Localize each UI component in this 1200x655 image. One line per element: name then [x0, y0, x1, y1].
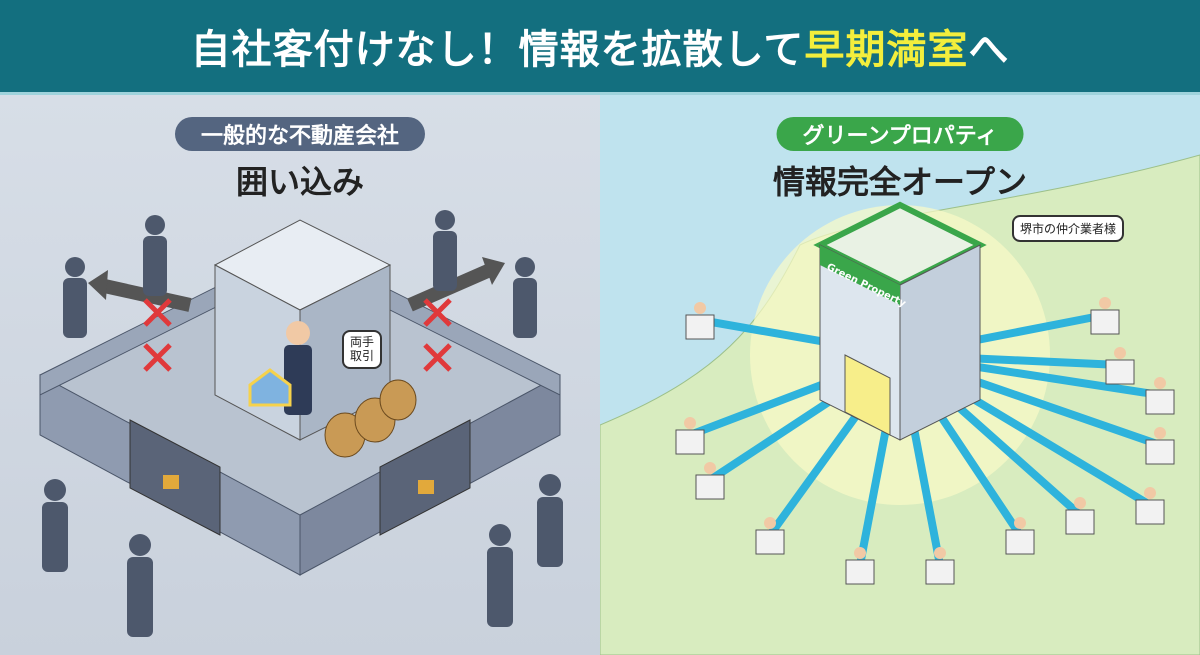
- agent-head: [286, 321, 310, 345]
- agent-with-megaphone: [1154, 377, 1166, 389]
- excluded-people-silhouettes: [42, 210, 563, 637]
- house-model-icon: [248, 368, 292, 407]
- agent-with-megaphone: [1074, 497, 1086, 509]
- sakai-agencies-bubble: 堺市の仲介業者様: [1012, 215, 1125, 242]
- agent-with-megaphone: [854, 547, 866, 559]
- agent-with-megaphone: [764, 517, 776, 529]
- partner-agency-office: [845, 559, 875, 585]
- green-property-sign: [820, 245, 900, 305]
- title-main: 自社客付けなし！情報を拡散して: [190, 27, 805, 73]
- blocked-arrow-left: [98, 278, 192, 312]
- money-bags-icon: [324, 379, 417, 458]
- padlock-icon: [163, 475, 179, 489]
- header-banner: 自社客付けなし！情報を拡散して早期満室へ: [0, 0, 1200, 95]
- partner-agency-office: [1135, 499, 1165, 525]
- open-door: [844, 354, 891, 436]
- open-info-subtitle: 情報完全オープン: [772, 163, 1028, 201]
- agent-with-megaphone: [704, 462, 716, 474]
- partner-agency-office: [1090, 309, 1120, 335]
- partner-agency-office: [675, 429, 705, 455]
- partner-agency-office: [1005, 529, 1035, 555]
- title-highlight: 早期満室: [804, 27, 969, 73]
- agent-with-megaphone: [1114, 347, 1126, 359]
- agent-with-megaphone: [694, 302, 706, 314]
- open-information-map: Green Property: [600, 95, 1200, 655]
- partner-agency-office: [685, 314, 715, 340]
- green-building-right-face: [899, 244, 981, 441]
- enclosure-illustration: [39, 210, 563, 637]
- partner-agency-office: [755, 529, 785, 555]
- agent-with-megaphone: [1099, 297, 1111, 309]
- partner-agencies: [675, 297, 1175, 585]
- title-end: へ: [968, 27, 1010, 73]
- green-property-badge: グリーンプロパティ: [776, 117, 1024, 151]
- agent-with-megaphone: [934, 547, 946, 559]
- agent-with-megaphone: [1154, 427, 1166, 439]
- left-panel-typical-agency: 一般的な不動産会社 囲い込み: [0, 95, 600, 655]
- partner-agency-office: [1145, 439, 1175, 465]
- agent-with-megaphone: [684, 417, 696, 429]
- page-title: 自社客付けなし！情報を拡散して早期満室へ: [191, 17, 1010, 75]
- partner-agency-office: [1105, 359, 1135, 385]
- partner-agency-office: [1145, 389, 1175, 415]
- cross-mark-icons: [143, 298, 452, 372]
- dual-agency-bubble: 両手 取引: [342, 330, 383, 369]
- agent-with-megaphone: [1144, 487, 1156, 499]
- padlock-icon: [418, 480, 434, 494]
- typical-agency-badge: 一般的な不動産会社: [174, 117, 426, 151]
- right-panel-green-property: Green Property グリーンプロパティ 情報完全オープン 堺市の仲介業…: [600, 95, 1200, 655]
- enclosure-subtitle: 囲い込み: [235, 163, 364, 201]
- partner-agency-office: [925, 559, 955, 585]
- partner-agency-office: [1065, 509, 1095, 535]
- gate-right: [379, 419, 471, 536]
- agent-with-megaphone: [1014, 517, 1026, 529]
- partner-agency-office: [695, 474, 725, 500]
